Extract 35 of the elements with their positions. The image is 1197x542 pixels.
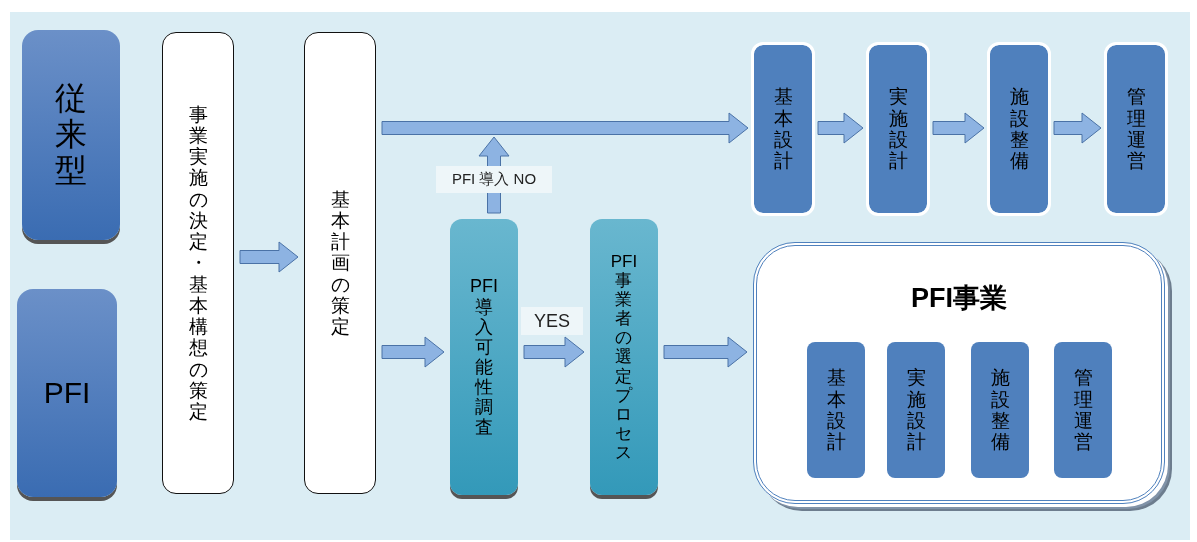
step-box xyxy=(1107,45,1165,213)
block-arrow xyxy=(932,112,985,144)
node-label: 管理運営 xyxy=(1126,86,1146,172)
node-label: 管理運営 xyxy=(1073,367,1093,453)
node-label: 実施設計 xyxy=(906,367,926,453)
node-label: 基本設計 xyxy=(773,86,793,172)
node-label: PFI事業者の選定プロセス xyxy=(610,252,638,462)
block-arrow xyxy=(381,336,445,368)
edge-label: YES xyxy=(521,307,583,335)
node-label: 施設整備 xyxy=(990,367,1010,453)
node-label: 従来型 xyxy=(55,81,87,189)
block-arrow xyxy=(239,241,299,273)
step-box xyxy=(807,342,865,478)
step-box xyxy=(971,342,1029,478)
node-label: PFI導入可能性調査 xyxy=(470,276,498,438)
node-label: 施設整備 xyxy=(1009,86,1029,172)
node-label: 基本計画の策定 xyxy=(330,188,350,338)
process-box xyxy=(162,32,234,494)
block-arrow xyxy=(381,112,749,144)
step-box xyxy=(887,342,945,478)
step-box xyxy=(990,45,1048,213)
block-arrow xyxy=(523,336,585,368)
process-box xyxy=(304,32,376,494)
block-arrow xyxy=(1053,112,1102,144)
node-label: 事業実施の決定・基本構想の策定 xyxy=(188,103,208,423)
group-title: PFI事業 xyxy=(911,282,1007,315)
node-label: PFI xyxy=(43,376,91,410)
step-box xyxy=(754,45,812,213)
step-box xyxy=(1054,342,1112,478)
node-label: 実施設計 xyxy=(888,86,908,172)
block-arrow xyxy=(663,336,748,368)
node-label: 基本設計 xyxy=(826,367,846,453)
step-box xyxy=(869,45,927,213)
block-arrow xyxy=(817,112,864,144)
edge-label: PFI 導入 NO xyxy=(436,166,552,193)
